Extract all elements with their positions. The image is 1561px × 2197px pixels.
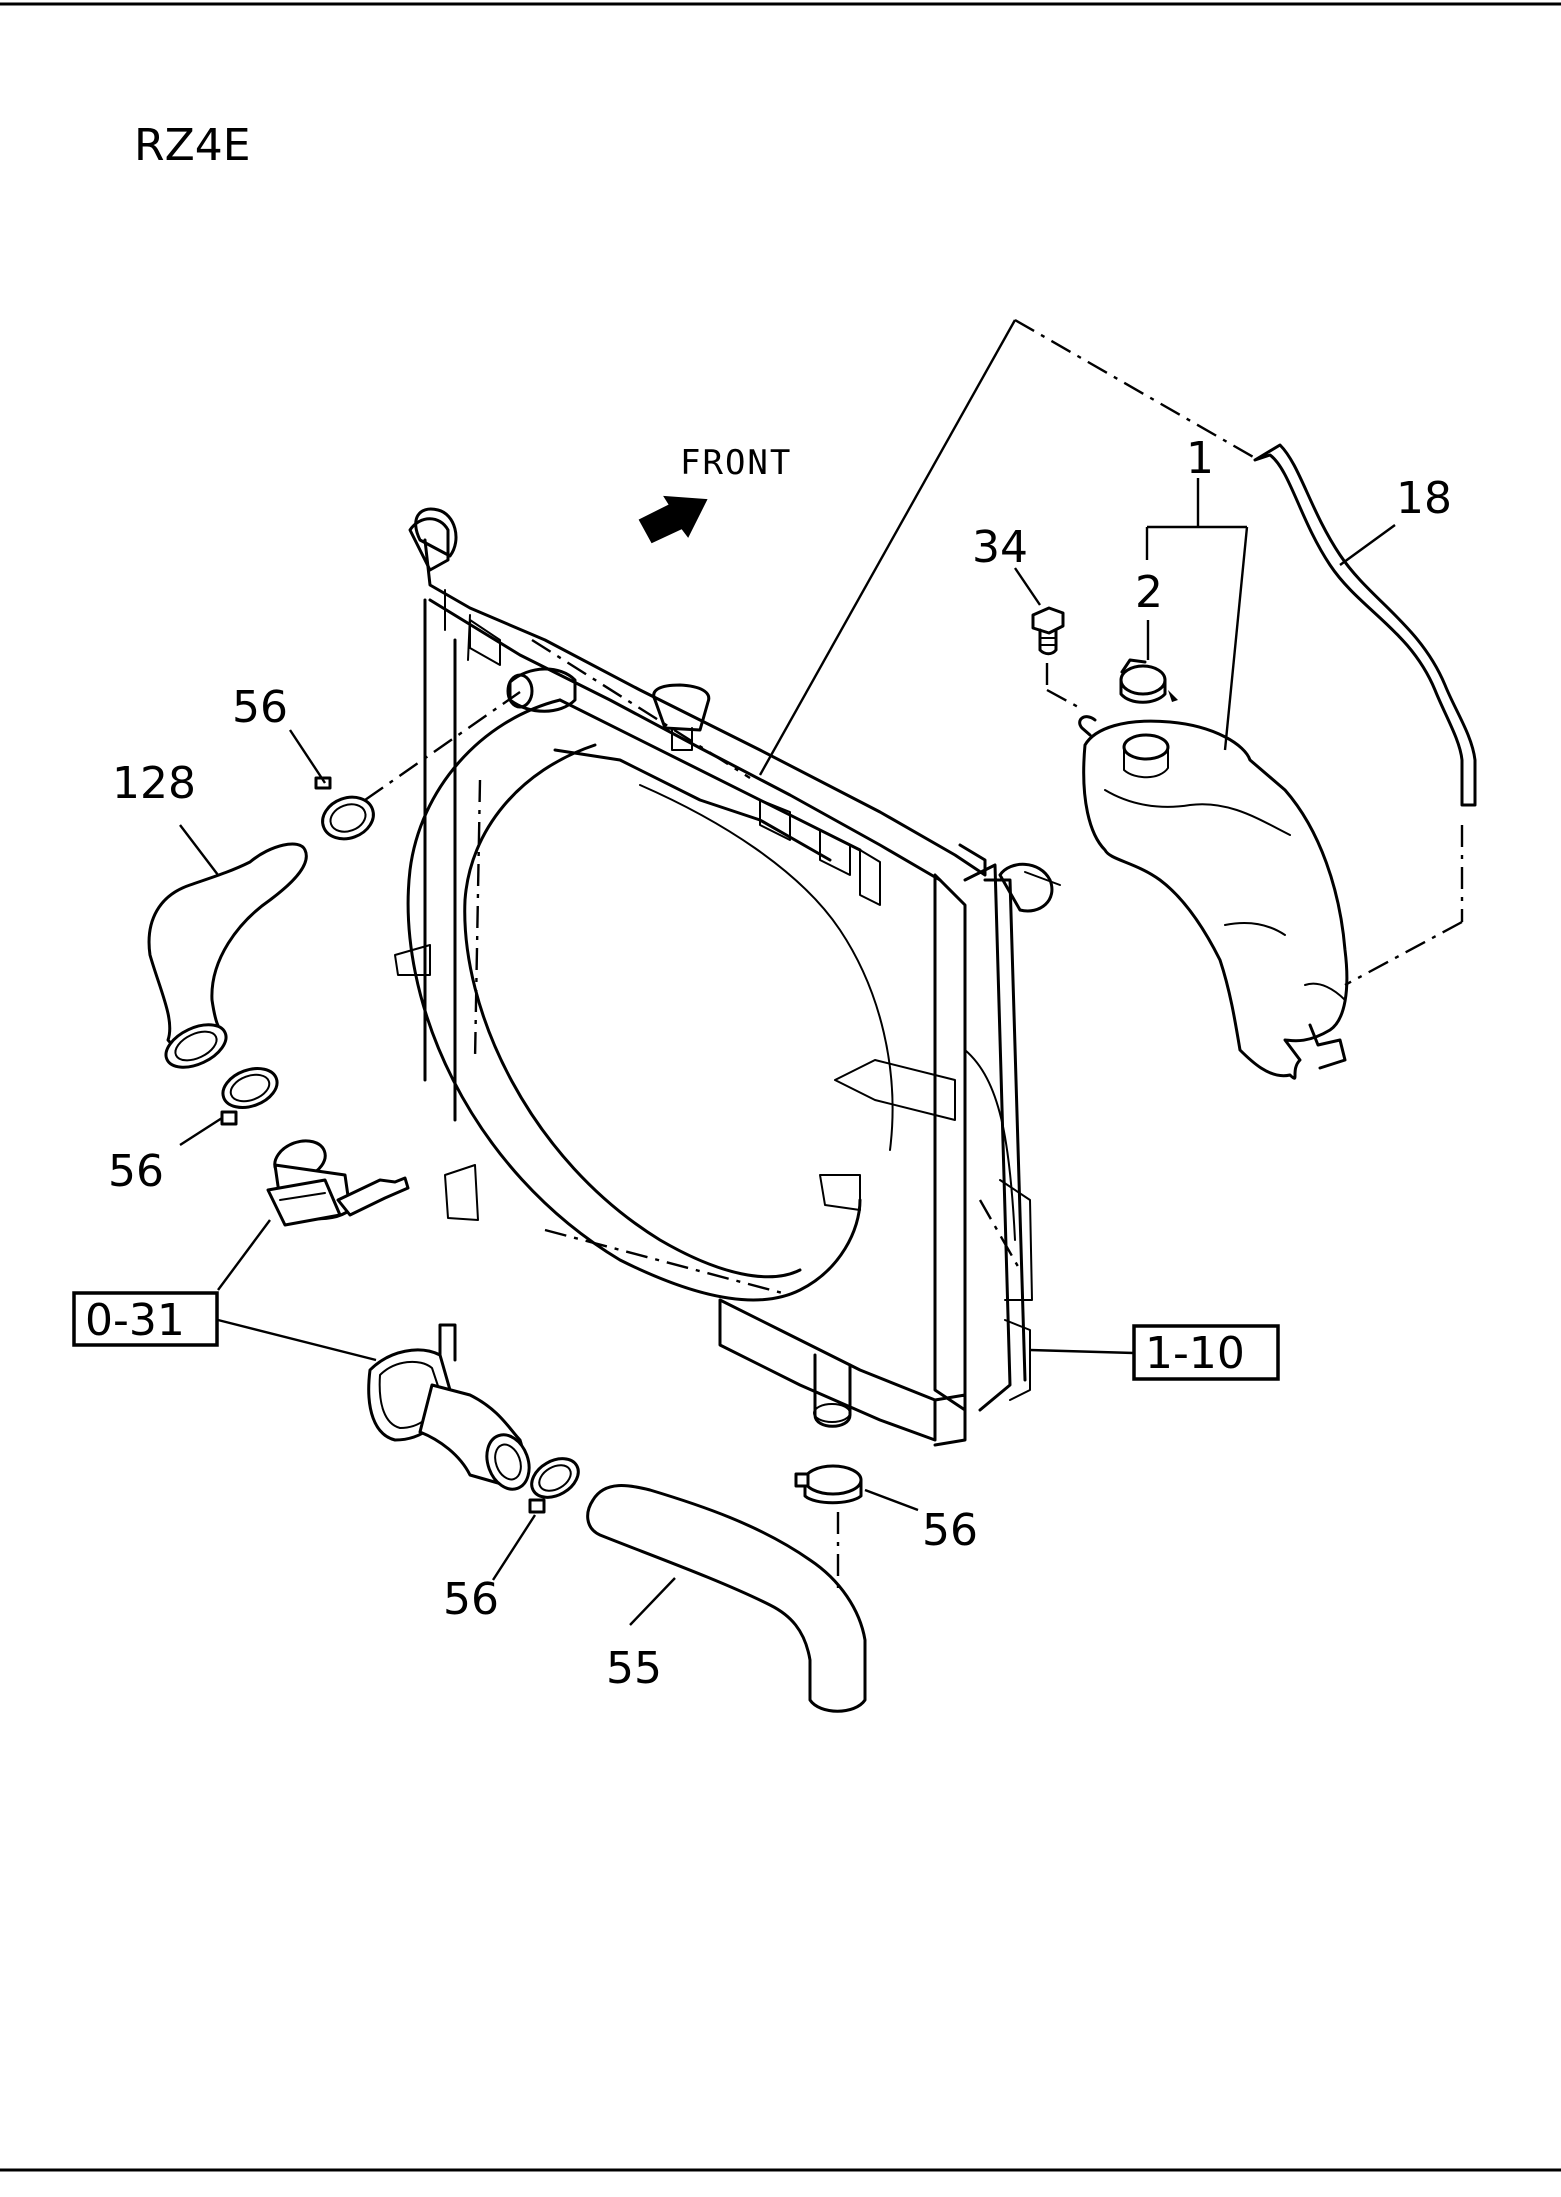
hose-clamp-bottom-right [794,1464,863,1505]
reservoir-cap [1119,658,1178,704]
hose-clamp-left [220,1067,279,1126]
leader-radiator-cap [758,319,1017,776]
overflow-hose [1253,443,1477,807]
radiator-assembly [394,507,1061,1447]
hose-clamp-bottom-left [528,1457,580,1514]
callout-part-2: 2 [1135,567,1163,618]
callout-part-56-upper: 56 [232,682,288,733]
callout-leaders [179,478,1396,1626]
hose-clamp-upper [314,776,375,841]
ref-box-radiator[interactable]: 1-10 [1132,1324,1280,1381]
callout-part-128: 128 [112,758,196,809]
ref-box-radiator-label: 1-10 [1145,1328,1245,1379]
ref-box-engine[interactable]: 0-31 [72,1291,219,1347]
front-direction-label: FRONT [680,443,792,483]
callout-part-34: 34 [972,522,1028,573]
callout-part-1: 1 [1186,433,1214,484]
upper-hose-end [164,1023,228,1069]
water-inlet-fitting [367,1323,531,1491]
ref-box-engine-label: 0-31 [85,1295,185,1346]
callout-part-56-bottom-right: 56 [922,1505,978,1556]
callout-part-18: 18 [1396,473,1452,524]
callout-part-56-left: 56 [108,1146,164,1197]
water-outlet-fitting [266,1139,410,1227]
callout-part-55: 55 [606,1643,662,1694]
front-arrow-icon [638,495,708,544]
model-code-label: RZ4E [134,120,251,171]
callout-part-56-bottom-left: 56 [443,1574,499,1625]
bolt [1031,606,1065,656]
lower-radiator-hose [586,1484,867,1713]
reservoir-tank [1078,715,1349,1080]
assembly-lines [364,318,1464,1590]
upper-radiator-hose [147,842,308,1051]
